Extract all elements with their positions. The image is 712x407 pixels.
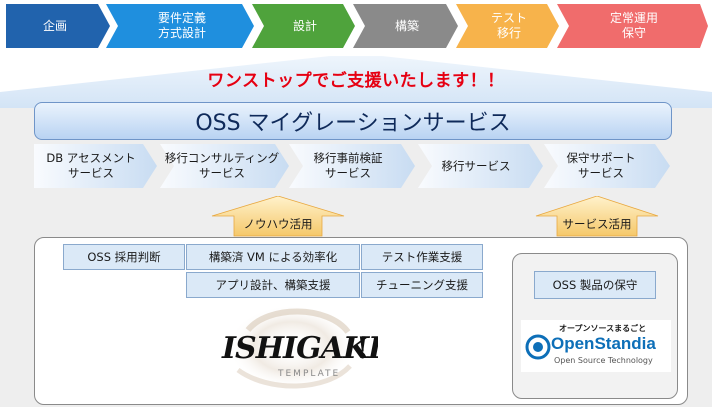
step-label-support: 保守サポート サービス [566, 151, 636, 180]
phase-label-operation: 定常運用 保守 [609, 11, 658, 40]
phase-arrow-planning [6, 4, 110, 48]
step-label-consulting: 移行コンサルティング サービス [164, 151, 280, 180]
phase-label-design: 設計 [292, 18, 317, 33]
phase-arrow-operation [557, 4, 708, 48]
box-app-design: アプリ設計、構築支援 [186, 272, 360, 298]
phase-label-requirements: 要件定義 方式設計 [157, 11, 206, 40]
up-arrows [211, 196, 659, 237]
box-oss-maintenance: OSS 製品の保守 [534, 271, 656, 299]
funnel-shape [0, 56, 712, 108]
phase-arrow-bar [6, 4, 708, 48]
step-chevron-pre-verification [289, 144, 415, 188]
openstandia-name: OpenStandia [551, 334, 656, 353]
phase-arrow-build [353, 4, 458, 48]
phase-label-test-migration: テスト 移行 [490, 11, 527, 40]
step-label-db-assessment: DB アセスメント サービス [46, 151, 136, 180]
ishigaki-logo-wordmark: ISHIGAKI [221, 331, 378, 366]
service-banner-title: OSS マイグレーションサービス [195, 111, 511, 136]
knowhow-label: ノウハウ活用 [243, 217, 313, 231]
ishigaki-logo: ISHIGAKI ! TEMPLATE [221, 305, 378, 389]
step-chevron-migration [418, 144, 543, 188]
phase-label-planning: 企画 [42, 18, 67, 33]
ishigaki-logo-mark: ! [356, 331, 369, 366]
step-label-pre-verification: 移行事前検証 サービス [313, 151, 383, 180]
service-up-arrow [535, 196, 659, 237]
step-chevron-support [544, 144, 670, 188]
box-oss-adoption: OSS 採用判断 [63, 244, 185, 270]
phase-label-build: 構築 [394, 18, 419, 33]
ishigaki-logo-subtext: TEMPLATE [277, 369, 340, 379]
box-tuning-support: チューニング支援 [361, 272, 483, 298]
openstandia-tagline: オープンソースまるごと [559, 324, 647, 333]
step-chevron-consulting [160, 144, 289, 188]
openstandia-subtitle: Open Source Technology [554, 356, 653, 365]
step-label-migration: 移行サービス [441, 158, 511, 173]
box-prebuilt-vm: 構築済 VM による効率化 [186, 244, 360, 270]
service-label: サービス活用 [562, 217, 632, 231]
tagline: ワンストップでご支援いたします！！ [207, 71, 505, 91]
box-test-support: テスト作業支援 [361, 244, 483, 270]
phase-arrow-test-migration [456, 4, 559, 48]
openstandia-logo: オープンソースまるごと OpenStandia Open Source Tech… [521, 320, 671, 372]
phase-arrow-design [252, 4, 355, 48]
knowhow-up-arrow [211, 196, 345, 237]
step-chevron-db-assessment [34, 144, 157, 188]
service-banner: OSS マイグレーションサービス [34, 102, 672, 140]
openstandia-circle-icon [525, 334, 551, 360]
phase-arrow-requirements [106, 4, 254, 48]
step-chevrons [34, 144, 670, 188]
